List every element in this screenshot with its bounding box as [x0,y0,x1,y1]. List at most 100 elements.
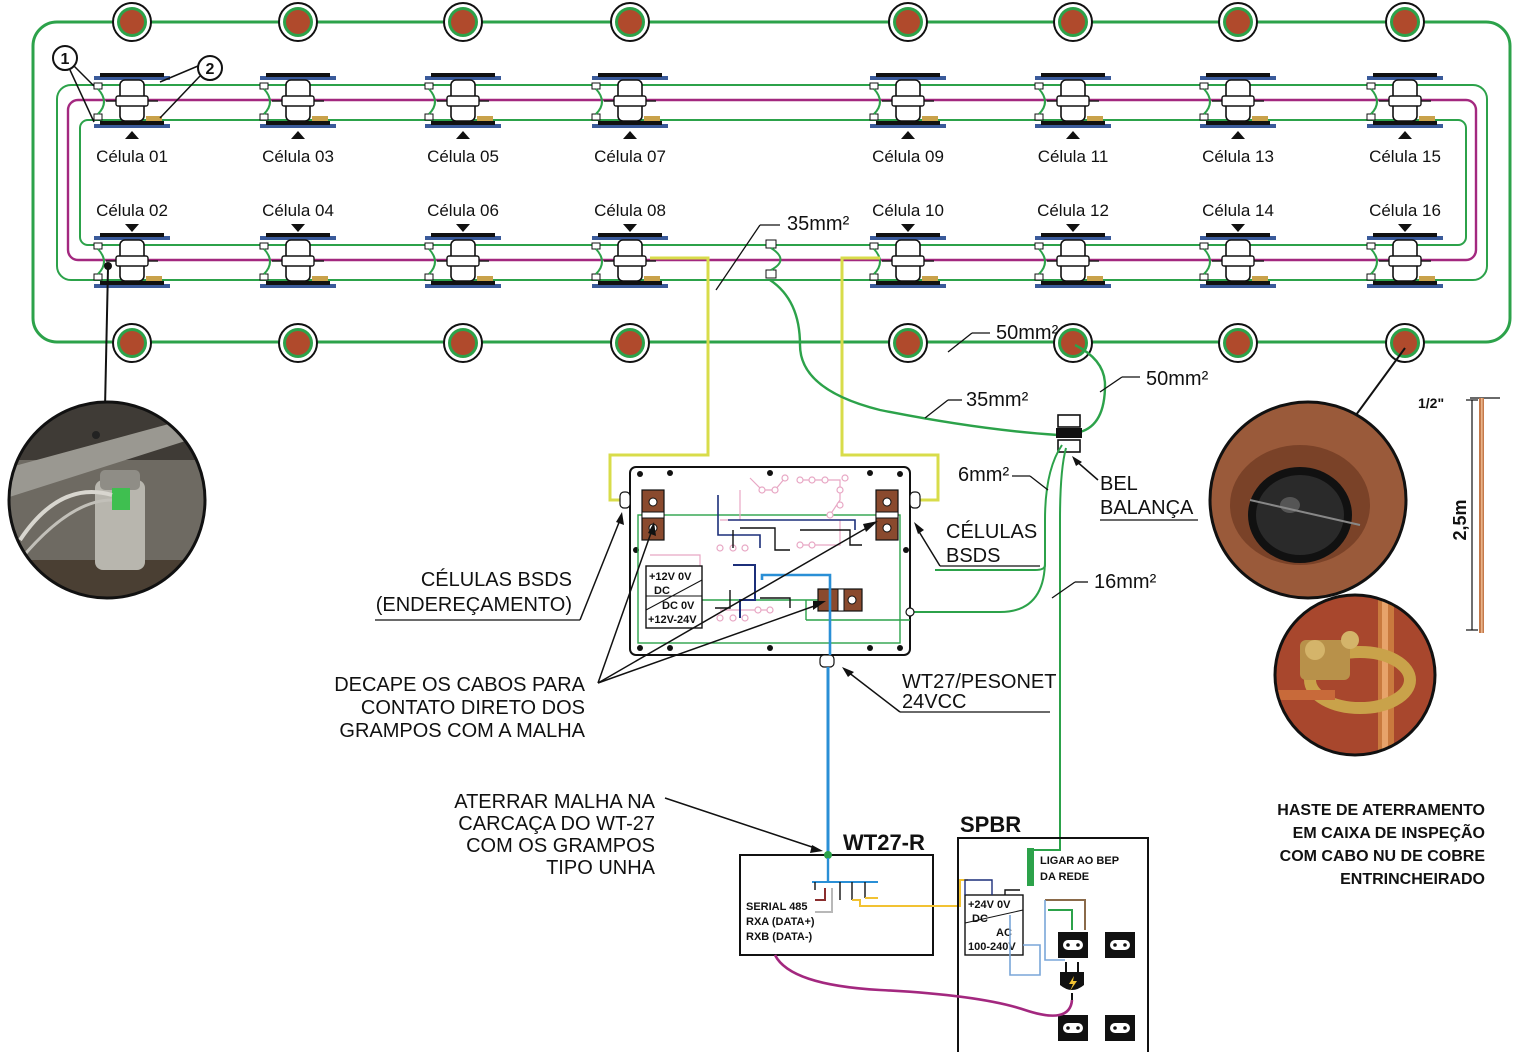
grounding-rod-icon: 1/2" 2,5m [1418,395,1500,633]
svg-text:24VCC: 24VCC [902,691,966,713]
cell-label: Célula 13 [1202,147,1274,166]
load-cell-icon [1199,233,1276,288]
ground-rod-icon [112,323,152,363]
svg-text:+12V-24V: +12V-24V [648,614,697,626]
load-cell-icon [1034,233,1111,288]
svg-text:(ENDEREÇAMENTO): (ENDEREÇAMENTO) [376,594,572,616]
cell-label: Célula 16 [1369,201,1441,220]
inner-ground-loop [56,84,1488,281]
svg-text:2,5m: 2,5m [1450,499,1470,540]
svg-text:100-240V: 100-240V [968,941,1016,953]
ground-rod-icon [443,323,483,363]
cell-arrow-up [1231,131,1245,139]
svg-text:BEL: BEL [1100,473,1138,495]
cell-arrow-down [291,224,305,232]
svg-text:TIPO UNHA: TIPO UNHA [546,857,656,879]
marker-1: 1 [52,45,95,123]
wt27r-box: WT27-R SERIAL 485 RXA (DATA+) RXB (DATA-… [739,830,968,956]
plug-icon [1060,962,1084,1000]
outlet-icon [1105,932,1135,958]
spbr-power-supply: +24V 0V DC AC 100-240V [964,894,1024,956]
svg-text:CONTATO DIRETO DOS: CONTATO DIRETO DOS [361,697,585,719]
cable-label-35mm-a: 35mm² [715,213,850,291]
svg-text:BSDS: BSDS [946,545,1000,567]
cell-arrow-down [901,224,915,232]
cell-arrow-up [125,131,139,139]
ground-rod-icon [1053,2,1093,42]
cable-to-board-ground [910,559,1046,613]
marker-2: 2 [159,55,223,119]
cable-6mm [935,444,1063,571]
haste-label: HASTE DE ATERRAMENTO EM CAIXA DE INSPEÇÃ… [1277,802,1485,888]
ground-rod-icon [278,2,318,42]
load-cell-icon [424,73,501,128]
svg-text:50mm²: 50mm² [996,322,1059,344]
cell-label: Célula 04 [262,201,334,220]
svg-text:16mm²: 16mm² [1094,571,1157,593]
ground-rods [112,2,1425,363]
cable-label-50mm-a: 50mm² [947,322,1059,353]
ground-clamp-photo [1273,593,1437,757]
cable-label-16mm: 16mm² [1051,571,1157,599]
cell-arrow-up [456,131,470,139]
board-power-supply: +12V 0V DC DC 0V +12V-24V [645,565,703,629]
svg-text:SERIAL 485: SERIAL 485 [746,901,808,913]
ground-rod-icon [1218,2,1258,42]
cell-arrow-down [456,224,470,232]
load-cell-icon [1199,73,1276,128]
load-cell-icon [1034,73,1111,128]
cable-16mm [1030,447,1067,851]
cell-arrow-up [1066,131,1080,139]
cell-label: Célula 07 [594,147,666,166]
svg-text:ATERRAR MALHA NA: ATERRAR MALHA NA [454,791,655,813]
cell-label: Célula 12 [1037,201,1109,220]
svg-text:DECAPE OS CABOS PARA: DECAPE OS CABOS PARA [334,674,585,696]
outlet-icon [1105,1015,1135,1041]
inspection-box-photo [1208,347,1408,600]
svg-text:GRAMPOS COM A MALHA: GRAMPOS COM A MALHA [339,720,585,742]
load-cell-icon [93,233,170,288]
svg-text:HASTE DE ATERRAMENTO: HASTE DE ATERRAMENTO [1277,802,1485,819]
svg-text:+12V 0V: +12V 0V [649,571,692,583]
mesh-clamp [765,239,782,279]
load-cell-icon [869,233,946,288]
spbr-box: SPBR LIGAR AO BEP DA REDE +24V 0V DC AC … [957,812,1149,1052]
svg-text:WT27-R: WT27-R [843,830,925,855]
svg-text:EM CAIXA DE INSPEÇÃO: EM CAIXA DE INSPEÇÃO [1293,822,1485,842]
svg-text:ENTRINCHEIRADO: ENTRINCHEIRADO [1340,871,1485,888]
celulas-bsds-label: CÉLULAS BSDS [914,520,1040,567]
ground-rod-icon [1218,323,1258,363]
wt27-pesonet-label: WT27/PESONET 24VCC [842,667,1056,713]
outlet-icon [1058,1015,1088,1041]
ground-rod-icon [1385,323,1425,363]
cable-35mm-to-bel [769,279,1059,437]
inner-ground-loop-2 [79,119,1467,246]
svg-text:DC: DC [972,913,988,925]
ground-rod-icon [278,323,318,363]
load-cells [93,73,1443,288]
cell-label: Célula 02 [96,201,168,220]
svg-text:RXB (DATA-): RXB (DATA-) [746,931,813,943]
cell-label: Célula 09 [872,147,944,166]
signal-loop [66,98,1478,262]
cable-label-6mm: 6mm² [958,464,1049,491]
terminal-block-icon [875,489,899,541]
svg-text:35mm²: 35mm² [966,389,1029,411]
cable-label-50mm-b: 50mm² [1099,368,1209,393]
load-cell-icon [259,73,336,128]
cell-label: Célula 14 [1202,201,1274,220]
cell-label: Célula 08 [594,201,666,220]
load-cell-icon [1366,233,1443,288]
bel-clamp-icon [1056,414,1082,453]
bel-balanca-label: BEL BALANÇA [1072,456,1198,521]
load-cell-icon [591,233,668,288]
svg-text:1: 1 [61,51,70,68]
ground-rod-icon [888,323,928,363]
load-cell-icon [591,73,668,128]
cell-arrow-down [1231,224,1245,232]
svg-text:35mm²: 35mm² [787,213,850,235]
ground-rod-icon [1385,2,1425,42]
svg-text:DC 0V: DC 0V [662,600,695,612]
